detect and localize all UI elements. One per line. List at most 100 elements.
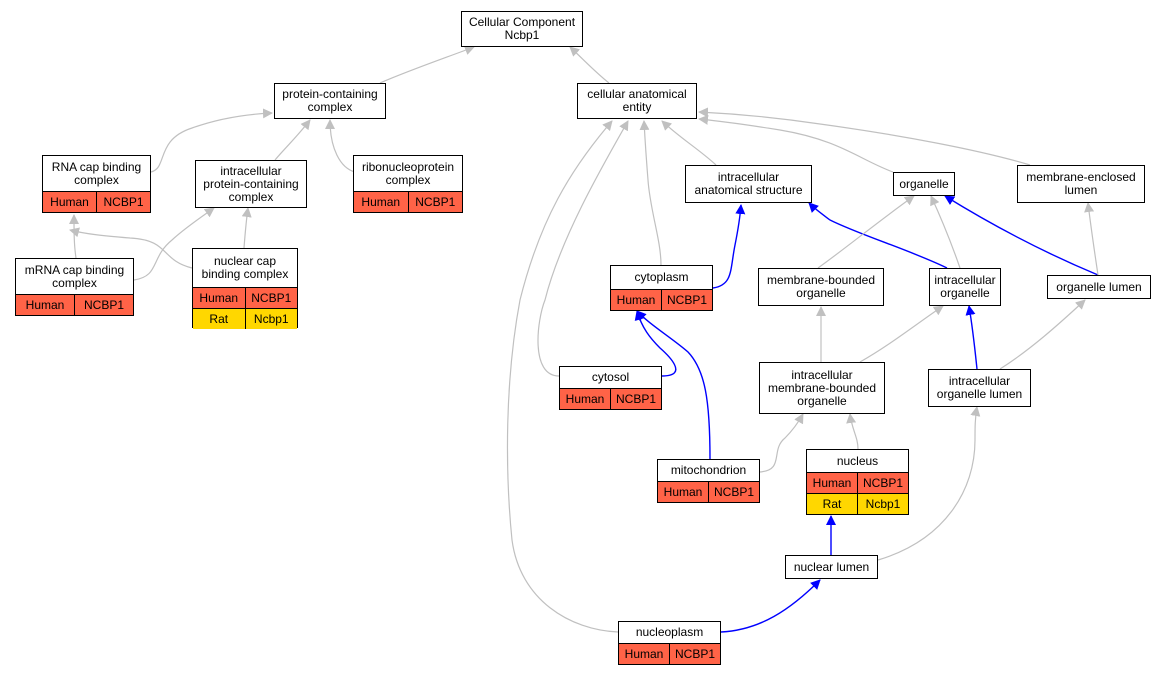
species-cell: Human: [624, 647, 664, 661]
edge-nucleoplasm-to-nl: [720, 579, 821, 633]
edge-cae-to-root: [569, 46, 610, 84]
node-title: mitochondrion: [670, 463, 747, 477]
gene-cell: NCBP1: [610, 389, 661, 409]
edge-rnacap-to-pcc: [150, 108, 273, 173]
edge-cytosol-to-cae: [537, 120, 629, 377]
annotation-row-human: Human NCBP1: [16, 294, 133, 315]
node-title: nucleoplasm: [635, 625, 704, 639]
edge-pcc-to-root: [379, 45, 475, 84]
species-cell: Human: [361, 195, 401, 209]
node-title: membrane-bounded organelle: [766, 273, 876, 300]
node-title: intracellular organelle lumen: [936, 374, 1023, 401]
annotation-row-human: Human NCBP1: [807, 472, 908, 493]
node-cytosol[interactable]: cytosol Human NCBP1: [559, 366, 662, 410]
node-title: intracellular protein-containing complex: [203, 163, 299, 204]
edge-imbo-to-io: [859, 305, 944, 363]
annotation-row-human: Human NCBP1: [193, 287, 297, 308]
gene-cell: Ncbp1: [244, 309, 298, 329]
gene-cell: NCBP1: [857, 473, 908, 493]
node-nucleoplasm[interactable]: nucleoplasm Human NCBP1: [618, 621, 721, 665]
node-title: cytoplasm: [634, 270, 689, 284]
edge-io-to-ias: [808, 202, 948, 269]
node-ribonucleoprotein-complex[interactable]: ribonucleoprotein complex Human NCBP1: [353, 155, 463, 213]
node-title: cytosol: [591, 370, 630, 384]
node-title: mRNA cap binding complex: [24, 262, 125, 290]
edge-ol-to-organelle: [944, 195, 1099, 276]
edge-cytosol-to-cytoplasm: [634, 310, 677, 377]
edge-ncbc-to-ipcc: [241, 207, 252, 249]
node-intracellular-organelle-lumen[interactable]: intracellular organelle lumen: [928, 369, 1031, 407]
species-cell: Human: [663, 485, 703, 499]
annotation-row-human: Human NCBP1: [619, 643, 720, 664]
edge-ncbc-to-mrnacap: [69, 227, 193, 269]
node-title: organelle lumen: [1056, 279, 1142, 294]
annotation-row-rat: Rat Ncbp1: [807, 493, 908, 514]
node-cellular-anatomical-entity[interactable]: cellular anatomical entity: [577, 83, 697, 119]
edge-nl-to-iol: [877, 406, 981, 561]
edge-nucleus-to-imbo: [846, 413, 859, 450]
species-cell: Human: [565, 392, 605, 406]
edge-organelle-to-cae: [698, 114, 894, 173]
node-cytoplasm[interactable]: cytoplasm Human NCBP1: [610, 265, 713, 311]
edge-cytoplasm-to-cae: [639, 120, 662, 266]
annotation-row-human: Human NCBP1: [43, 191, 150, 212]
species-cell: Human: [25, 298, 65, 312]
gene-cell: NCBP1: [661, 290, 712, 310]
node-title: protein-containing complex: [282, 87, 378, 114]
annotation-row-human: Human NCBP1: [560, 388, 661, 409]
node-intracellular-membrane-bounded-organelle[interactable]: intracellular membrane-bounded organelle: [759, 362, 885, 414]
node-title: RNA cap binding complex: [51, 159, 142, 187]
edge-rnp-to-pcc: [325, 119, 356, 173]
node-organelle[interactable]: organelle: [893, 172, 955, 196]
node-membrane-bounded-organelle[interactable]: membrane-bounded organelle: [758, 268, 884, 306]
gene-cell: NCBP1: [708, 482, 759, 502]
gene-cell: NCBP1: [96, 192, 150, 212]
edge-mito-to-cytoplasm: [636, 310, 711, 460]
edge-mrnacap-to-rnacap: [69, 214, 80, 259]
node-intracellular-anatomical-structure[interactable]: intracellular anatomical structure: [685, 165, 812, 203]
node-title: membrane-enclosed lumen: [1026, 170, 1136, 197]
node-nuclear-cap-binding-complex[interactable]: nuclear cap binding complex Human NCBP1 …: [192, 248, 298, 329]
annotation-row-human: Human NCBP1: [354, 191, 462, 212]
edge-mel-to-cae: [698, 107, 1031, 166]
node-protein-containing-complex[interactable]: protein-containing complex: [274, 83, 386, 119]
gene-cell: Ncbp1: [857, 494, 908, 514]
species-cell: Human: [812, 476, 852, 490]
species-cell: Human: [50, 195, 89, 209]
node-title: organelle: [899, 176, 949, 191]
annotation-row-human: Human NCBP1: [658, 481, 759, 502]
annotation-row-human: Human NCBP1: [611, 289, 712, 310]
species-cell: Human: [199, 291, 239, 305]
node-nucleus[interactable]: nucleus Human NCBP1 Rat Ncbp1: [806, 449, 909, 515]
node-rna-cap-binding-complex[interactable]: RNA cap binding complex Human NCBP1: [42, 155, 151, 213]
node-title: Cellular Component Ncbp1: [468, 15, 576, 42]
node-title: nucleus: [836, 453, 879, 468]
annotation-row-rat: Rat Ncbp1: [193, 308, 297, 329]
node-mrna-cap-binding-complex[interactable]: mRNA cap binding complex Human NCBP1: [15, 258, 134, 316]
node-title: intracellular membrane-bounded organelle: [767, 367, 877, 408]
edge-mbo-to-organelle: [817, 195, 915, 269]
gene-cell: NCBP1: [669, 644, 720, 664]
node-organelle-lumen[interactable]: organelle lumen: [1047, 275, 1151, 299]
edge-iol-to-io: [965, 305, 978, 370]
edge-ias-to-cae: [661, 120, 717, 166]
node-intracellular-organelle[interactable]: intracellular organelle: [929, 268, 1001, 306]
node-nuclear-lumen[interactable]: nuclear lumen: [785, 555, 878, 579]
node-mitochondrion[interactable]: mitochondrion Human NCBP1: [657, 459, 760, 503]
gene-cell: NCBP1: [244, 288, 298, 308]
node-title: nuclear cap binding complex: [201, 254, 289, 281]
edge-io-to-organelle: [930, 195, 961, 269]
species-cell: Human: [616, 293, 656, 307]
node-title: ribonucleoprotein complex: [361, 159, 455, 187]
gene-cell: NCBP1: [74, 295, 133, 315]
node-membrane-enclosed-lumen[interactable]: membrane-enclosed lumen: [1017, 165, 1145, 203]
edge-ol-to-mel: [1084, 202, 1099, 276]
node-title: intracellular anatomical structure: [694, 170, 803, 197]
species-cell: Rat: [209, 312, 229, 326]
gene-cell: NCBP1: [407, 192, 463, 212]
node-intracellular-protein-containing-complex[interactable]: intracellular protein-containing complex: [195, 160, 307, 208]
node-cellular-component[interactable]: Cellular Component Ncbp1: [461, 11, 583, 47]
node-title: nuclear lumen: [793, 559, 870, 574]
